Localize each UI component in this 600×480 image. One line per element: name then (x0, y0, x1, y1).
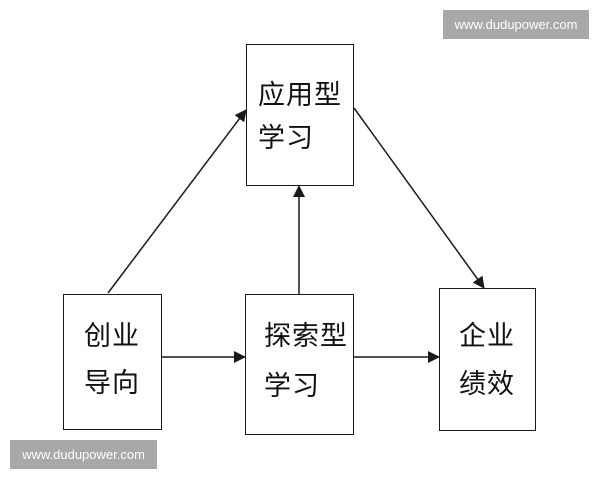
node-applied-line2: 学习 (258, 123, 314, 154)
node-entrepreneurial-line1: 创业 (84, 321, 140, 352)
arrow-entrepreneurial-to-applied (107, 109, 247, 294)
watermark-text: www.dudupower.com (22, 447, 145, 462)
watermark-bottom-left: www.dudupower.com (10, 440, 157, 469)
node-exploratory-line1: 探索型 (264, 321, 348, 352)
node-firm-performance: 企业 绩效 (439, 288, 536, 431)
node-applied-line1: 应用型 (258, 80, 342, 111)
node-exploratory-line2: 学习 (264, 371, 320, 402)
arrow-applied-to-performance (353, 107, 485, 289)
node-applied-learning: 应用型 学习 (246, 44, 354, 186)
node-entrepreneurial-line2: 导向 (84, 368, 140, 399)
node-performance-line1: 企业 (459, 321, 515, 352)
watermark-top-right: www.dudupower.com (443, 10, 589, 39)
node-performance-line2: 绩效 (459, 369, 515, 400)
node-entrepreneurial-orientation: 创业 导向 (63, 294, 162, 430)
node-exploratory-learning: 探索型 学习 (245, 294, 354, 435)
watermark-text: www.dudupower.com (454, 17, 578, 32)
